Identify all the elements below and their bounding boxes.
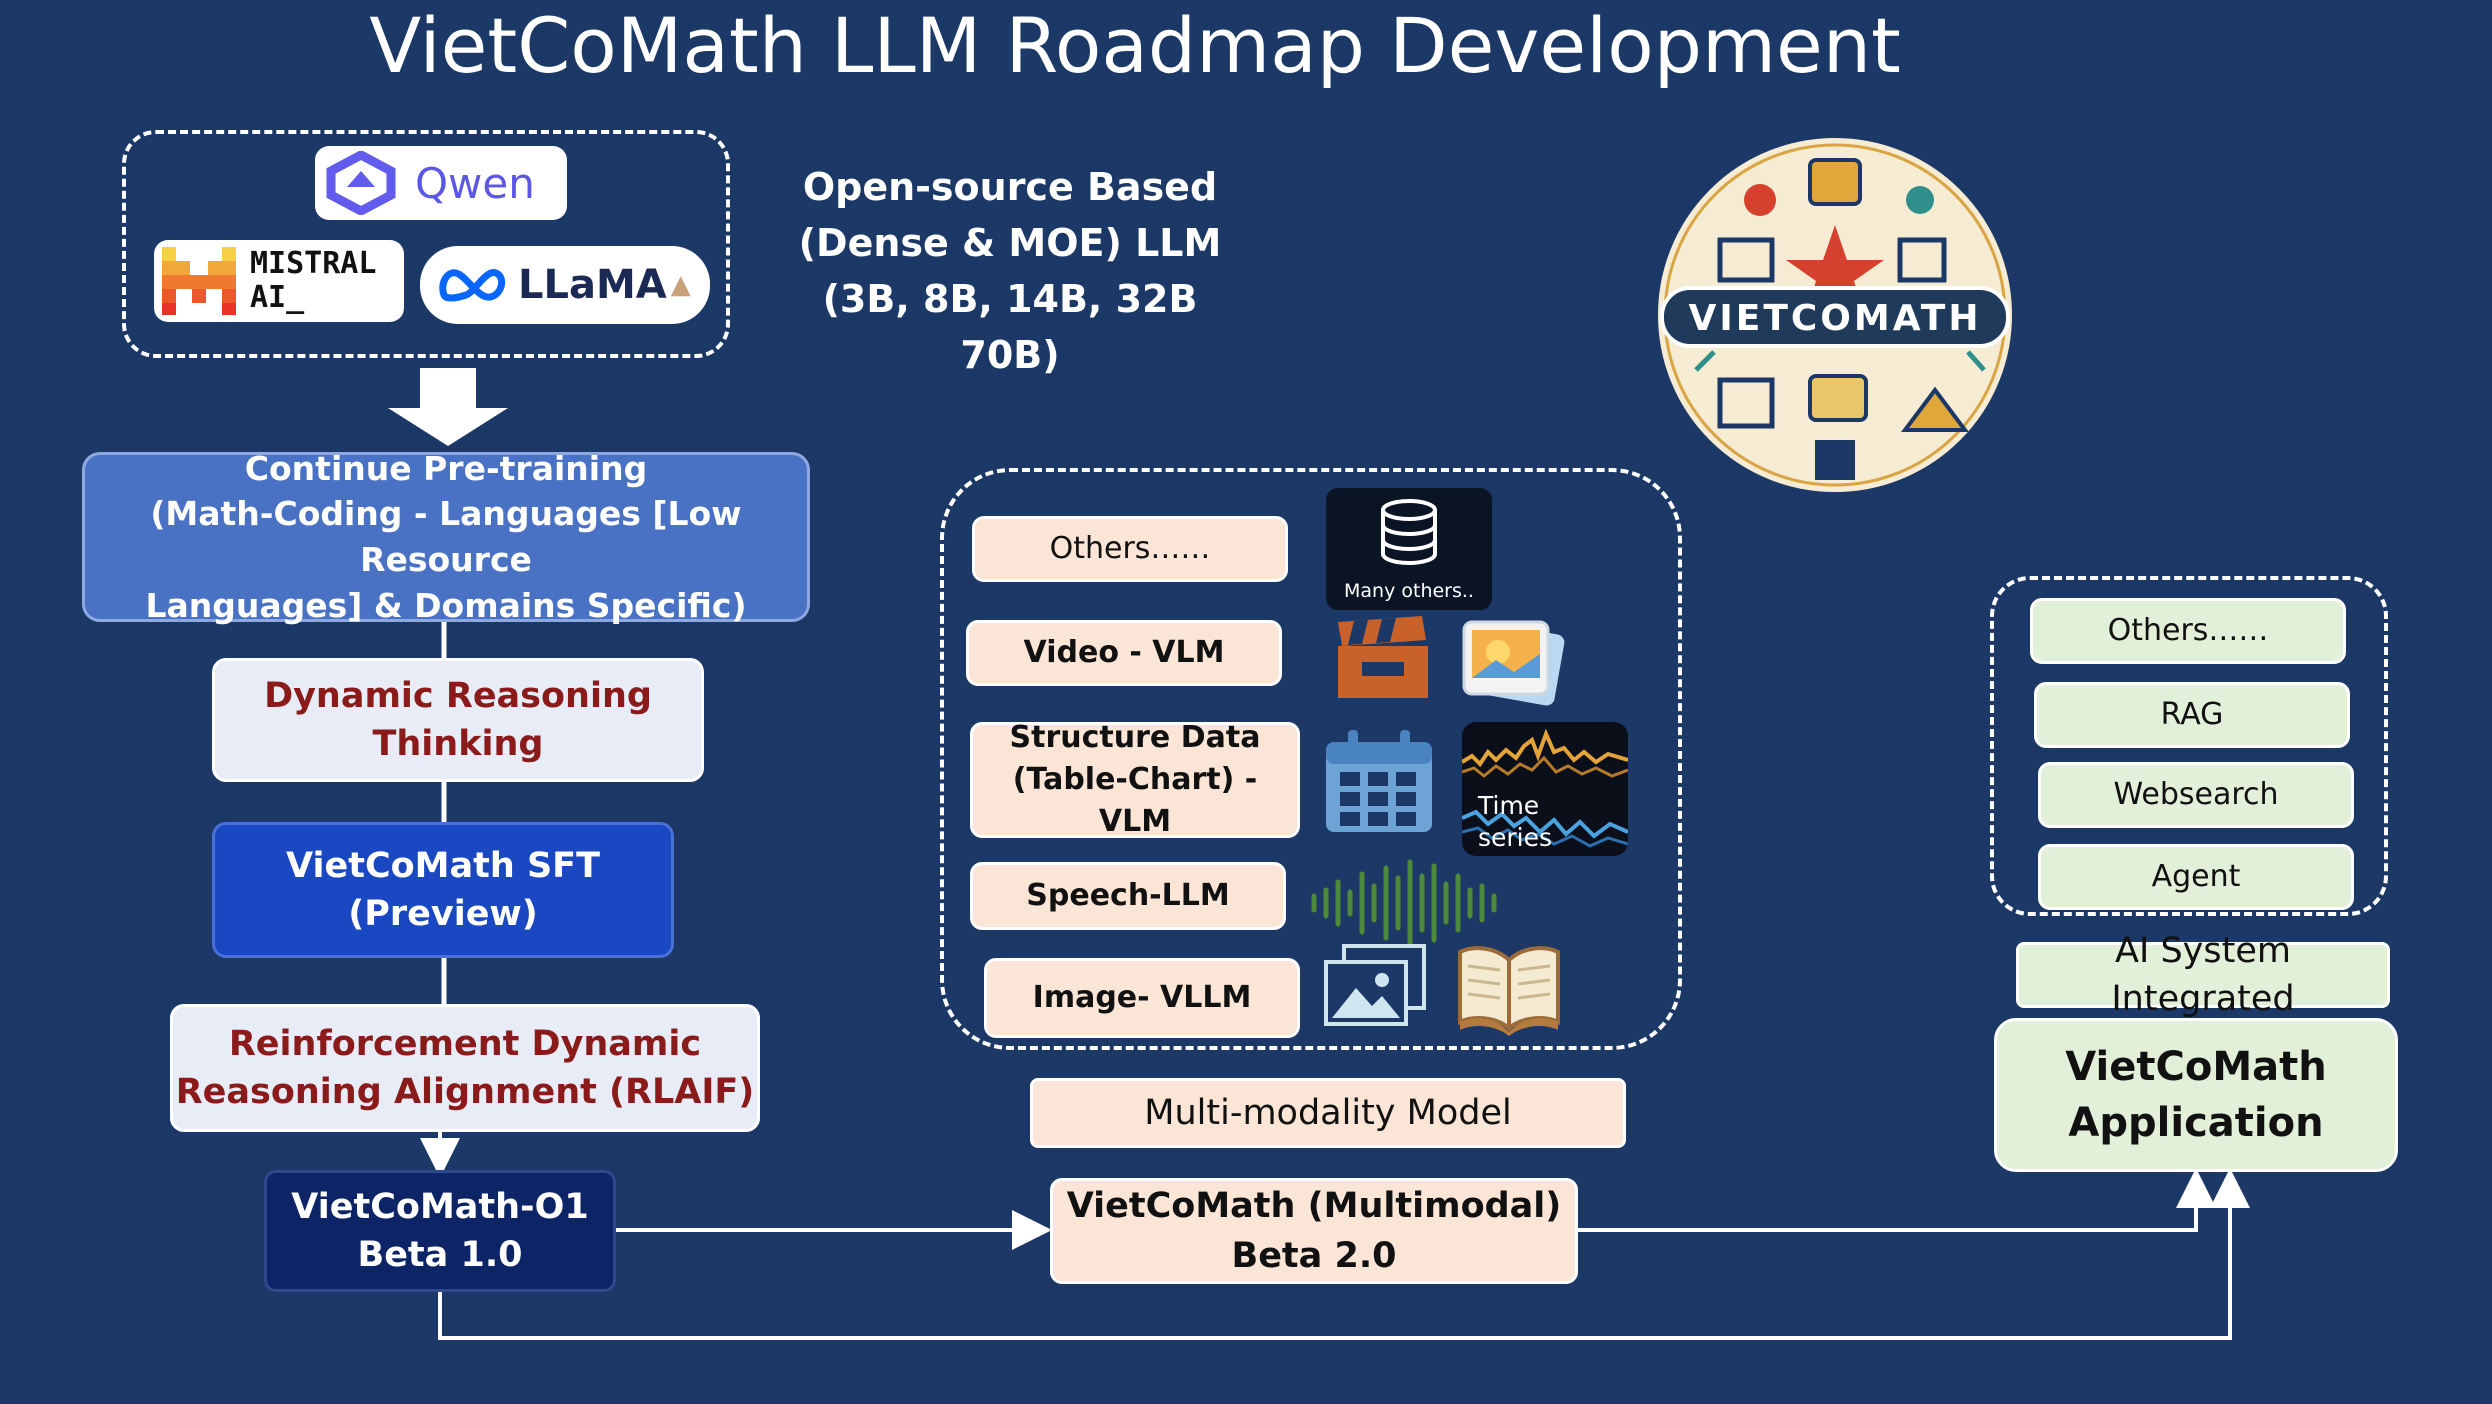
time-series-icon	[1462, 728, 1628, 848]
page-title: VietCoMath LLM Roadmap Development	[369, 1, 1901, 90]
mm-item-video: Video - VLM	[966, 620, 1282, 686]
llama-label: LLaMA	[518, 262, 667, 308]
database-icon-tile: Many others..	[1326, 488, 1492, 610]
o1-line2: Beta 1.0	[357, 1235, 523, 1275]
image-gallery-icon	[1324, 944, 1426, 1026]
down-arrow	[388, 368, 508, 446]
vietcomath-o1-box: VietCoMath-O1 Beta 1.0	[264, 1170, 616, 1292]
vietcomath-emblem: VIETCOMATH	[1652, 132, 2018, 498]
mistral-line2: AI_	[250, 280, 305, 315]
rlaif-line2: Reasoning Alignment (RLAIF)	[175, 1072, 755, 1112]
open-book-icon	[1458, 946, 1560, 1036]
time-series-tile: Time series	[1462, 722, 1628, 856]
o1-line1: VietCoMath-O1	[291, 1186, 589, 1227]
database-icon	[1381, 499, 1437, 565]
structure-line1: Structure Data	[1009, 720, 1261, 755]
mistral-line1: MISTRAL	[250, 246, 377, 281]
sft-line1: VietCoMath SFT	[286, 845, 600, 886]
arrow-o1-app	[438, 1168, 2250, 1340]
mm-item-image-vllm: Image- VLLM	[984, 958, 1300, 1038]
vietcomath-application-box: VietCoMath Application	[1994, 1018, 2398, 1172]
calendar-table-icon	[1326, 730, 1432, 832]
reasoning-line2: Thinking	[372, 724, 544, 764]
base-models-group	[122, 130, 730, 358]
llama-logo: LLaMA ▲	[420, 246, 710, 324]
time-series-line1: Time	[1478, 791, 1540, 820]
meta-infinity-icon	[439, 269, 506, 302]
mm-item-others: Others……	[972, 516, 1288, 582]
emblem-label: VIETCOMATH	[1688, 298, 1981, 339]
app-line1: VietCoMath	[2065, 1044, 2327, 1090]
structure-line2: (Table-Chart) - VLM	[1012, 762, 1258, 839]
vietcomath-multimodal-box: VietCoMath (Multimodal) Beta 2.0	[1050, 1178, 1578, 1284]
multimodal-group	[940, 468, 1682, 1050]
photos-icon	[1462, 620, 1565, 706]
dynamic-reasoning-box: Dynamic Reasoning Thinking	[212, 658, 704, 782]
qwen-label: Qwen	[415, 158, 535, 208]
pretrain-line1: Continue Pre-training	[244, 448, 648, 488]
many-others-label: Many others..	[1344, 580, 1474, 602]
llama-icon: ▲	[670, 270, 691, 300]
ai-system-integrated-label: AI System Integrated	[2016, 931, 2390, 1019]
qwen-logo: Qwen	[315, 146, 567, 220]
base-model-description: Open-source Based (Dense & MOE) LLM (3B,…	[780, 165, 1240, 377]
arrow-multimodal-app	[1578, 1168, 2216, 1232]
multimodality-label: Multi-modality Model	[1030, 1078, 1626, 1148]
app-item-rag: RAG	[2034, 682, 2350, 748]
rlaif-box: Reinforcement Dynamic Reasoning Alignmen…	[170, 1004, 760, 1132]
pretrain-line2: (Math-Coding - Languages [Low Resource	[150, 494, 742, 579]
desc-line3: (3B, 8B, 14B, 32B 70B)	[822, 277, 1198, 377]
pretrain-line3: Languages] & Domains Specific)	[145, 585, 747, 625]
mm-item-speech-llm: Speech-LLM	[970, 862, 1286, 930]
mistral-icon	[162, 247, 236, 315]
rlaif-line1: Reinforcement Dynamic	[228, 1023, 702, 1064]
desc-line1: Open-source Based	[802, 165, 1218, 209]
qwen-icon	[326, 151, 396, 215]
app-item-others: Others……	[2030, 598, 2346, 664]
app-item-websearch: Websearch	[2038, 762, 2354, 828]
vietcomath-sft-box: VietCoMath SFT (Preview)	[212, 822, 674, 958]
application-tools-group	[1990, 576, 2388, 916]
app-item-agent: Agent	[2038, 844, 2354, 910]
continue-pretraining-box: Continue Pre-training (Math-Coding - Lan…	[82, 449, 810, 625]
mm-beta-line1: VietCoMath (Multimodal)	[1066, 1186, 1562, 1226]
mm-item-structure-data: Structure Data (Table-Chart) - VLM	[970, 720, 1300, 839]
desc-line2: (Dense & MOE) LLM	[798, 221, 1222, 265]
time-series-line2: series	[1478, 823, 1553, 852]
mistral-logo: MISTRAL AI_	[154, 240, 404, 322]
clapperboard-icon	[1338, 616, 1428, 698]
reasoning-line1: Dynamic Reasoning	[264, 675, 652, 716]
sft-line2: (Preview)	[348, 894, 538, 934]
sound-wave-icon	[1311, 859, 1497, 947]
mm-beta-line2: Beta 2.0	[1231, 1236, 1397, 1276]
app-line2: Application	[2068, 1100, 2324, 1146]
